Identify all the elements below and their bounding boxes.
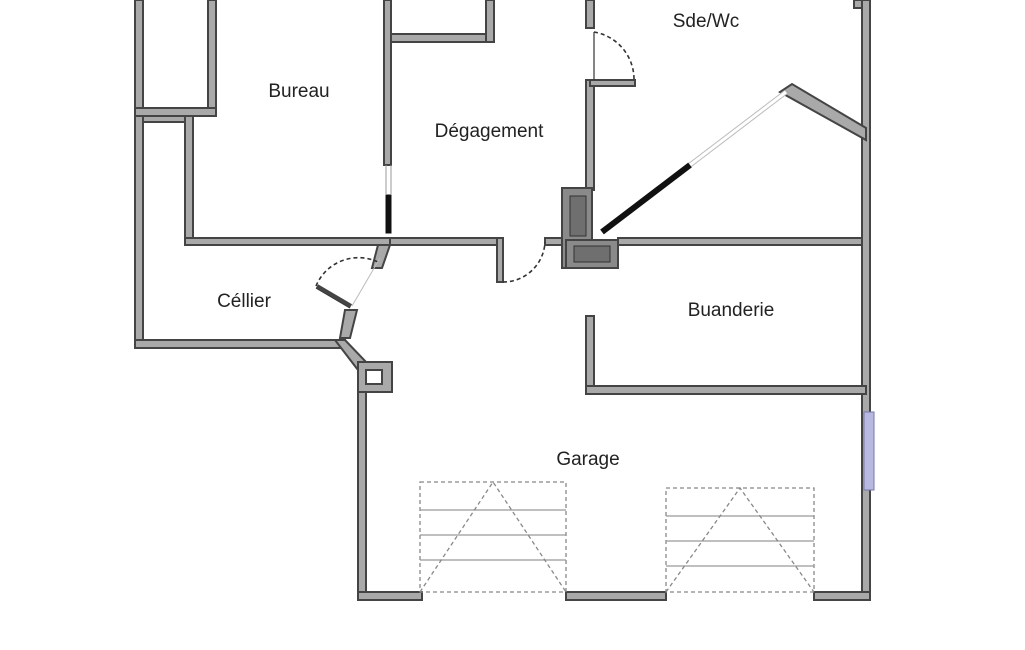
glass-partition-inner [689,90,787,167]
wall-segment [813,591,871,601]
wall-segment [585,315,595,395]
wall-segment [184,115,194,245]
wall-segment [853,0,863,9]
door-swing [593,31,635,81]
wall-segment [338,309,359,339]
garage-door-right [665,486,815,593]
room-label-sdewc: Sde/Wc [673,11,740,32]
room-label-bureau: Bureau [268,81,329,102]
wall-segment [861,0,871,601]
wall-segment [134,107,217,117]
wall-segment [390,33,495,43]
room-label-garage: Garage [556,449,619,470]
door-swing [315,256,379,287]
garage-door-frame [419,481,567,593]
wall-segment [585,0,595,29]
angled-wall [778,82,867,142]
pillar [357,361,393,393]
wall-segment [389,237,501,246]
door-leaf-solid [315,284,353,308]
wall-segment [357,591,423,601]
duct-base-inner [573,245,611,263]
room-label-degagement: Dégagement [435,121,545,142]
wall-segment [134,115,144,349]
wall-segment [485,0,495,43]
duct-inner [569,195,587,237]
wall-segment [585,385,867,395]
garage-walls [357,315,875,601]
room-label-cellier: Céllier [217,291,272,312]
sdewc-walls [600,0,871,601]
wall-segment [589,79,636,87]
wall-segment [383,0,392,166]
door-leaf [315,287,351,309]
wall-segment [184,237,391,246]
wall-segment [357,391,367,601]
door-degagement [502,241,546,283]
door-opening [351,257,381,307]
wall-segment [370,244,392,269]
wall-segment [134,339,346,349]
wall-segment [565,591,667,601]
window [863,411,875,491]
garage-door-frame [665,487,815,593]
duct [561,187,619,269]
wall-segment [385,194,392,234]
door-sdewc [593,31,635,81]
wall-segment [207,0,217,116]
wall-segment [134,0,144,116]
garage-door-swing [665,486,815,593]
partition-solid [600,162,692,235]
room-label-buanderie: Buanderie [688,300,775,321]
garage-door-left [419,480,567,593]
wall-segment [617,237,863,246]
garage-door-swing [419,480,567,593]
door-swing [502,241,546,283]
pillar-inner [365,369,383,385]
wall-segment [496,237,504,283]
wall-segment [585,79,595,191]
